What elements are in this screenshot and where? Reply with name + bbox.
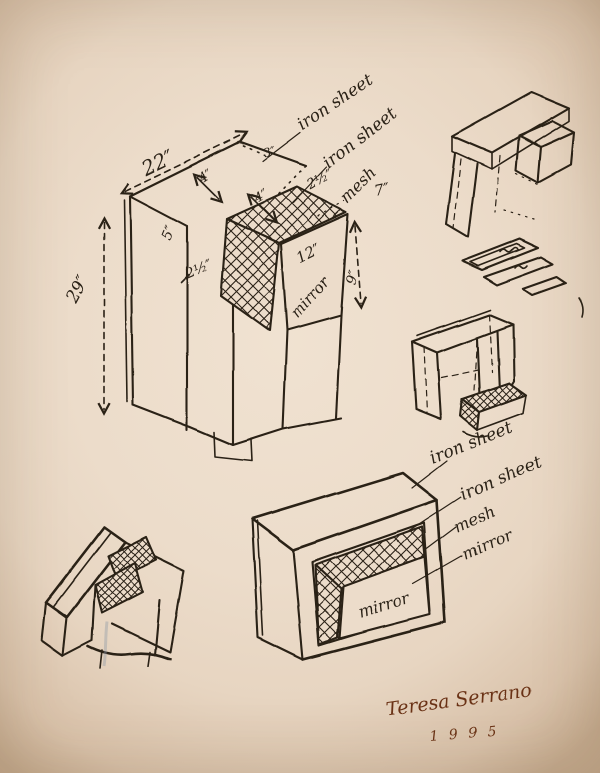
main-sketch-lines [123, 140, 343, 462]
frame-sketch [410, 309, 516, 422]
bottom-leader-lines [408, 460, 463, 585]
main-dimension-lines [97, 130, 368, 417]
dim-inset-a: 4″ [196, 167, 216, 187]
dim-side: 5″ [159, 223, 179, 243]
main-sketch: iron sheet iron sheet mesh mirror 22″ 29… [62, 70, 401, 462]
signature-artist: Teresa Serrano [385, 679, 534, 721]
bottom-left-sketch [40, 525, 186, 669]
bottom-mesh-panels [313, 525, 432, 646]
dim-inset-b: 4″ [251, 187, 271, 207]
flat-panels-sketch [460, 237, 568, 297]
bottom-center-sketch: iron sheet iron sheet mesh mirror mirror [250, 418, 545, 661]
mesh-basket-sketch [458, 381, 528, 438]
bottom-label-iron-sheet-2: iron sheet [457, 452, 545, 504]
dim-mesh-depth: 7″ [373, 179, 392, 200]
dim-height: 29″ [62, 272, 94, 308]
signature: Teresa Serrano 1 9 9 5 [385, 679, 534, 745]
stray-mark [578, 297, 584, 318]
dim-mirror-height: 9″ [343, 267, 362, 286]
signature-year: 1 9 9 5 [429, 723, 500, 745]
main-mesh-box [219, 185, 350, 333]
dim-corner: 3″ [261, 144, 277, 161]
top-right-sketch [444, 90, 576, 239]
